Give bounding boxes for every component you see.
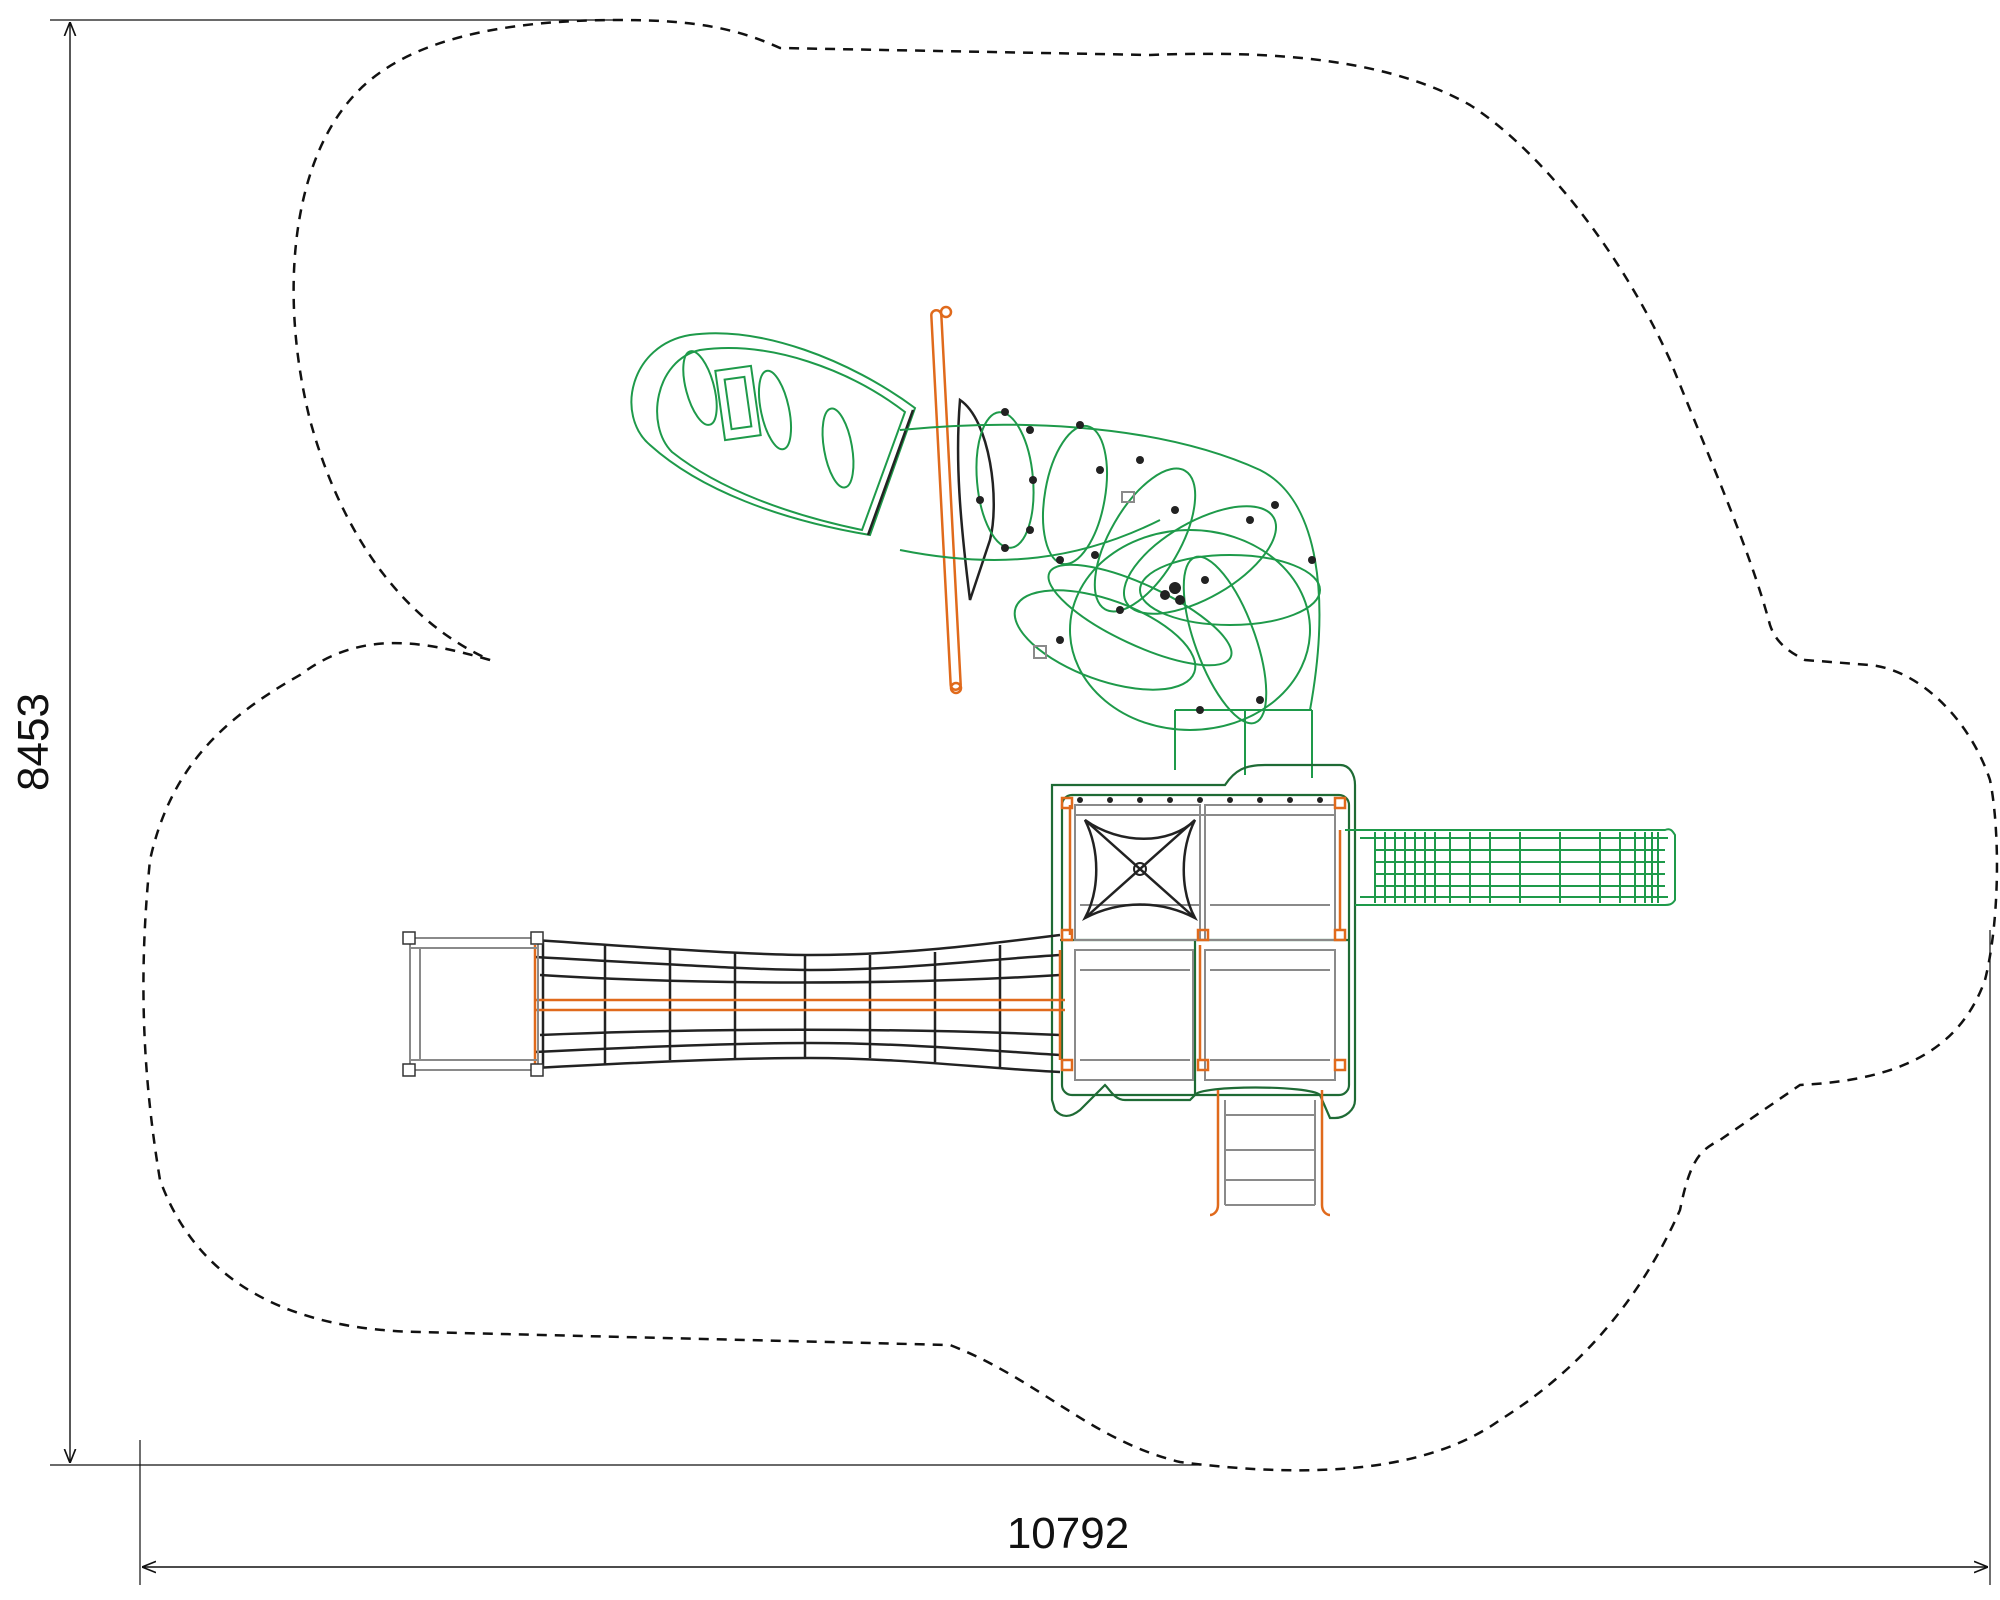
end-frame bbox=[402, 931, 544, 1077]
safety-zone-outline bbox=[142, 18, 1999, 1472]
ladder bbox=[1209, 1090, 1331, 1217]
spiral-tube-slide bbox=[630, 305, 1321, 778]
tower-platforms bbox=[1050, 763, 1357, 1120]
width-dimension-label: 10792 bbox=[1007, 1509, 1129, 1558]
height-dimension-label: 8453 bbox=[9, 693, 58, 791]
rope-bridge bbox=[533, 933, 1065, 1074]
height-dimension: 8453 bbox=[9, 19, 1200, 1466]
width-dimension: 10792 bbox=[139, 930, 1991, 1585]
straight-slide bbox=[1345, 828, 1676, 906]
